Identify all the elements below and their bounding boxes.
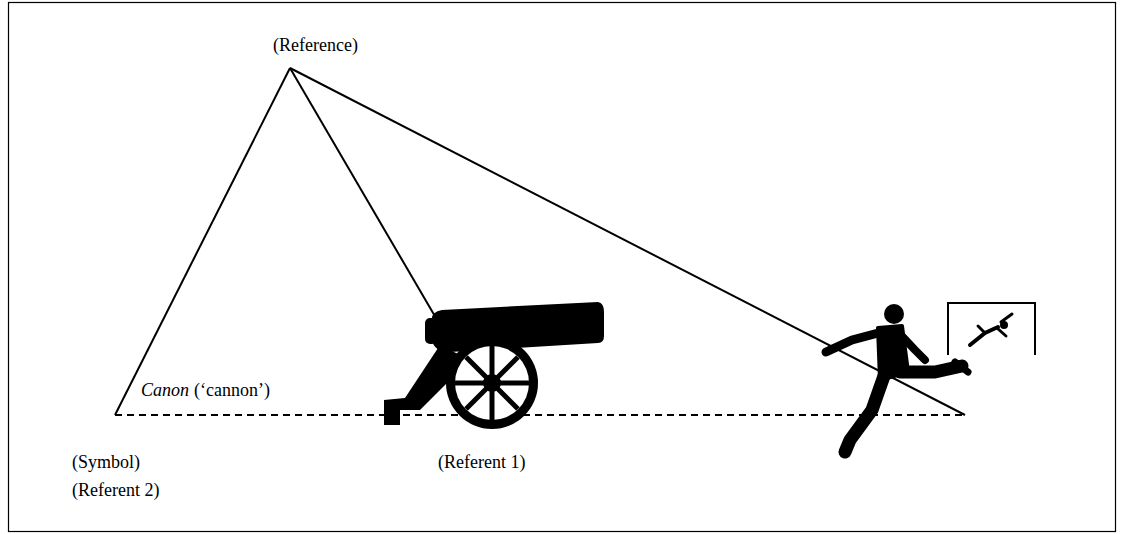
- symbol-line: [115, 68, 290, 415]
- referent-1-label: (Referent 1): [438, 451, 525, 473]
- symbol-gloss: (‘cannon’): [194, 379, 270, 401]
- referent-2-label: (Referent 2): [72, 479, 159, 501]
- dashed-base: [115, 414, 965, 416]
- reference-label: (Reference): [273, 34, 358, 56]
- footballer-silhouette: [826, 304, 968, 452]
- symbol-label: (Symbol): [72, 451, 140, 473]
- frame: [9, 3, 1116, 532]
- symbol-word: Canon: [141, 379, 189, 401]
- referent2-line: [290, 68, 965, 415]
- goal-with-keeper: [948, 303, 1035, 355]
- cannon-silhouette: [384, 302, 604, 429]
